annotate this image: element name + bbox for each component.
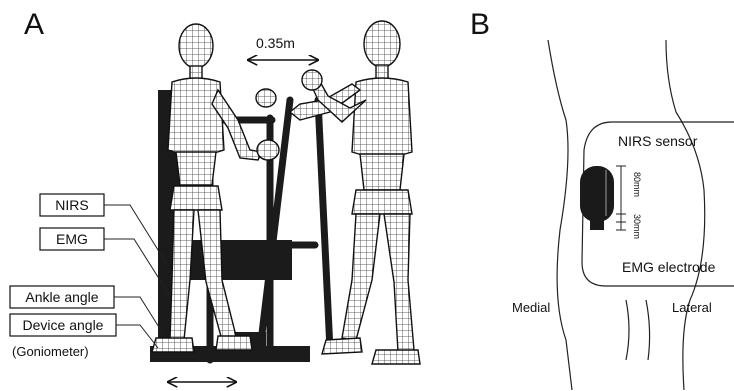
label-device-angle-text: Device angle xyxy=(23,317,104,333)
subject-head xyxy=(179,24,213,68)
lateral-label: Lateral xyxy=(672,300,712,315)
label-ankle-angle-text: Ankle angle xyxy=(25,289,98,305)
distance-indicator: 0.35m xyxy=(248,35,318,60)
assistant-left-foot xyxy=(322,338,362,354)
leg-medial-edge xyxy=(548,40,572,390)
emg-electrode-label: EMG electrode xyxy=(622,259,716,275)
leg-tendon-line-2 xyxy=(646,300,650,360)
panel-b-letter: B xyxy=(470,8,490,41)
subject-left-foot xyxy=(152,338,194,352)
nirs-sensor-label: NIRS sensor xyxy=(618,133,698,149)
dim-80mm-label: 80mm xyxy=(632,172,642,197)
assistant-chest xyxy=(352,78,412,157)
subject-pelvis xyxy=(170,186,222,210)
label-goniometer: (Goniometer) xyxy=(12,344,89,359)
leg-tendon-line-1 xyxy=(626,300,629,360)
subject-waist xyxy=(176,152,216,185)
assistant-right-leg xyxy=(384,214,414,352)
subject-chest xyxy=(168,78,224,155)
assistant-head xyxy=(364,21,400,67)
leg-lateral-edge xyxy=(666,40,705,390)
assistant-left-leg xyxy=(342,214,380,340)
emg-electrode xyxy=(590,214,604,230)
assistant-neck xyxy=(376,65,388,79)
panel-a: A xyxy=(10,8,420,382)
assistant-right-foot xyxy=(372,350,420,364)
nirs-sensor xyxy=(580,166,614,222)
label-ankle-angle-leader xyxy=(114,297,162,332)
assistant-hand-upper xyxy=(302,70,322,90)
label-device-angle: Device angle xyxy=(10,314,158,348)
subject-right-hand xyxy=(257,140,279,160)
subject-right-foot xyxy=(216,336,252,350)
assistant-pelvis xyxy=(352,190,412,214)
assistant-hand-lower xyxy=(256,89,276,107)
distance-label: 0.35m xyxy=(256,35,295,51)
panel-b: B 80mm 30mm NIRS sensor EMG electrode Me… xyxy=(470,8,734,390)
lower-leg-outline xyxy=(548,40,705,390)
panel-a-letter: A xyxy=(24,8,44,41)
label-device-angle-leader xyxy=(116,325,158,348)
dim-30mm-label: 30mm xyxy=(632,214,642,239)
label-nirs-text: NIRS xyxy=(55,197,88,213)
subject-left-leg xyxy=(170,210,194,340)
medial-label: Medial xyxy=(512,300,550,315)
assistant-waist xyxy=(360,154,404,190)
label-emg-text: EMG xyxy=(56,231,88,247)
